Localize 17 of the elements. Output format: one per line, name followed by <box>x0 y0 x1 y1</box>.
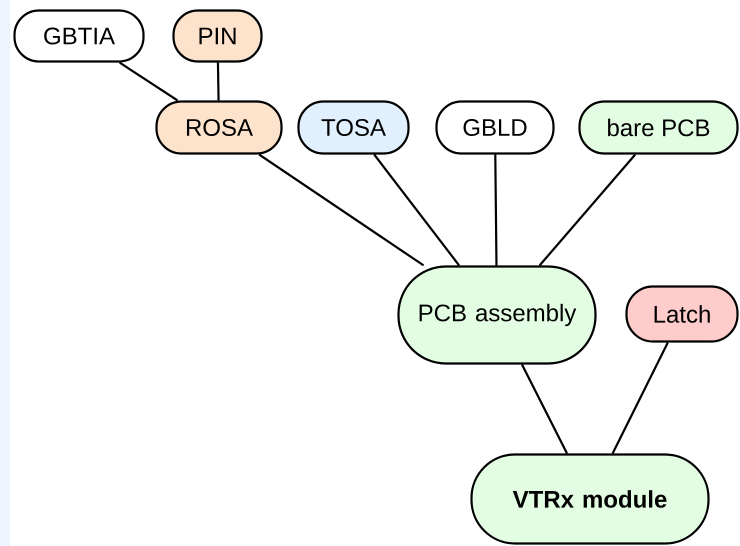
rounded-box: bare PCB <box>578 100 739 155</box>
connector-line <box>494 154 498 266</box>
connector-line <box>373 154 460 266</box>
connector-line <box>119 62 178 102</box>
connector-line <box>538 154 636 266</box>
connector-line <box>521 364 568 454</box>
connector-line <box>612 342 669 454</box>
rounded-box: VTRx module <box>470 453 710 545</box>
rounded-box: Latch <box>625 285 739 343</box>
rounded-box: PCB assembly <box>397 265 597 365</box>
rounded-box: PIN <box>172 9 263 63</box>
rounded-box: TOSA <box>297 100 410 155</box>
rounded-box: GBLD <box>435 100 555 155</box>
rounded-box: GBTIA <box>13 9 145 63</box>
connector-line <box>258 154 424 266</box>
connector-line <box>216 62 220 100</box>
rounded-box: ROSA <box>155 100 283 155</box>
